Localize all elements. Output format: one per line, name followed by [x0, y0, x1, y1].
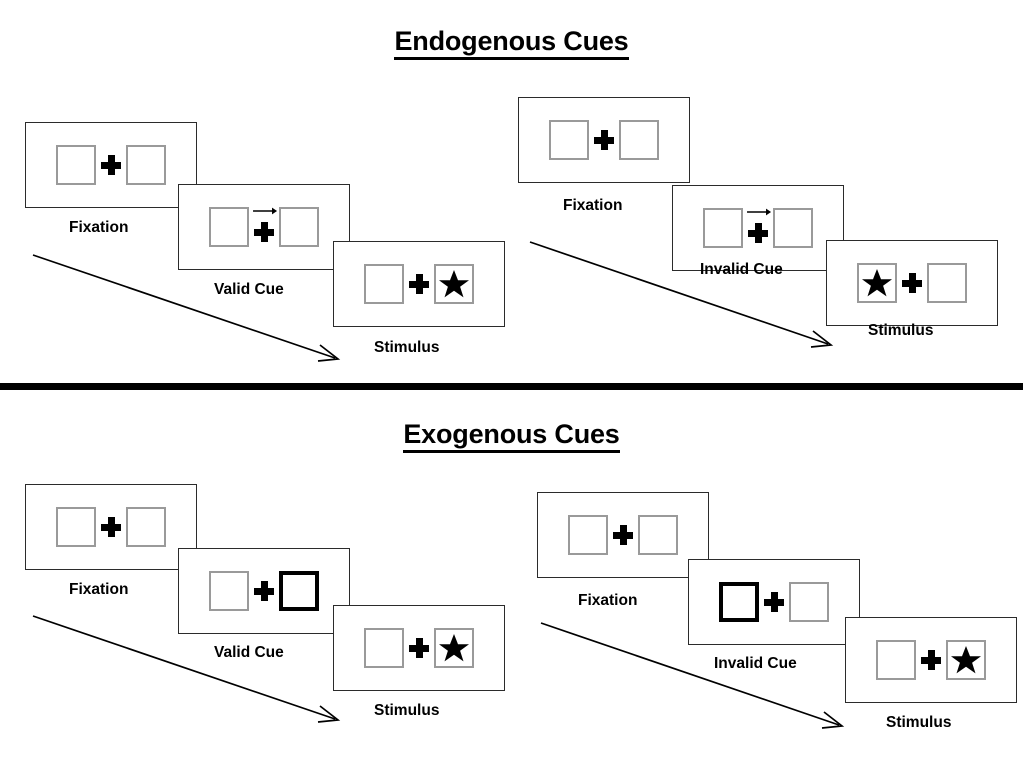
plus-icon [254, 581, 274, 601]
plus-icon [254, 221, 274, 242]
panel-fixation [537, 492, 709, 578]
placeholder-box-left [209, 571, 249, 611]
panel-stimulus [333, 241, 505, 327]
placeholder-box-right [927, 263, 967, 303]
placeholder-box-right [126, 145, 166, 185]
placeholder-box-left [568, 515, 608, 555]
fixation-cross [743, 208, 773, 248]
panel-caption: Valid Cue [214, 281, 284, 298]
cued-box-left [719, 582, 759, 622]
panel-stimulus [845, 617, 1017, 703]
panel-stimulus [826, 240, 998, 326]
section-title-exogenous-text: Exogenous Cues [403, 419, 620, 453]
fixation-cross [249, 207, 279, 247]
section-title-endogenous: Endogenous Cues [0, 26, 1023, 60]
plus-icon [409, 274, 429, 294]
stimulus-box-right [434, 264, 474, 304]
plus-icon [101, 517, 121, 537]
panel-caption: Stimulus [886, 714, 952, 731]
plus-icon [764, 592, 784, 612]
placeholder-box-right [126, 507, 166, 547]
placeholder-box-left [209, 207, 249, 247]
section-divider [0, 383, 1023, 390]
plus-icon [921, 650, 941, 670]
placeholder-box-right [638, 515, 678, 555]
placeholder-box-right [789, 582, 829, 622]
panel-caption: Fixation [578, 592, 638, 609]
cued-box-right [279, 571, 319, 611]
section-title-endogenous-text: Endogenous Cues [394, 26, 629, 60]
panel-caption: Invalid Cue [714, 655, 797, 672]
placeholder-box-right [279, 207, 319, 247]
placeholder-box-left [56, 507, 96, 547]
plus-icon [748, 222, 768, 243]
panel-stimulus [333, 605, 505, 691]
panel-caption: Fixation [563, 197, 623, 214]
panel-caption: Stimulus [374, 339, 440, 356]
plus-icon [613, 525, 633, 545]
placeholder-box-left [364, 264, 404, 304]
panel-caption: Valid Cue [214, 644, 284, 661]
panel-caption: Fixation [69, 219, 129, 236]
star-icon [439, 270, 469, 298]
placeholder-box-left [364, 628, 404, 668]
panel-caption: Fixation [69, 581, 129, 598]
panel-caption: Invalid Cue [700, 261, 783, 278]
panel-invalid-cue [688, 559, 860, 645]
fixation-cross [404, 264, 434, 304]
stimulus-box-left [857, 263, 897, 303]
plus-icon [594, 130, 614, 150]
fixation-cross [916, 640, 946, 680]
placeholder-box-left [876, 640, 916, 680]
star-icon [862, 269, 892, 297]
plus-icon [101, 155, 121, 175]
fixation-cross [759, 582, 789, 622]
plus-icon [409, 638, 429, 658]
section-title-exogenous: Exogenous Cues [0, 419, 1023, 453]
placeholder-box-left [549, 120, 589, 160]
stimulus-box-right [946, 640, 986, 680]
panel-valid-cue [178, 184, 350, 270]
panel-caption: Stimulus [868, 322, 934, 339]
panel-fixation [518, 97, 690, 183]
fixation-cross [404, 628, 434, 668]
panel-invalid-cue [672, 185, 844, 271]
fixation-cross [249, 571, 279, 611]
panel-fixation [25, 484, 197, 570]
plus-icon [902, 273, 922, 293]
panel-fixation [25, 122, 197, 208]
placeholder-box-right [619, 120, 659, 160]
panel-valid-cue [178, 548, 350, 634]
panel-caption: Stimulus [374, 702, 440, 719]
fixation-cross [96, 507, 126, 547]
arrow-right-icon [253, 207, 278, 215]
placeholder-box-left [703, 208, 743, 248]
fixation-cross [897, 263, 927, 303]
fixation-cross [589, 120, 619, 160]
placeholder-box-left [56, 145, 96, 185]
placeholder-box-right [773, 208, 813, 248]
star-icon [439, 634, 469, 662]
stimulus-box-right [434, 628, 474, 668]
fixation-cross [608, 515, 638, 555]
star-icon [951, 646, 981, 674]
fixation-cross [96, 145, 126, 185]
arrow-right-icon [747, 208, 772, 216]
